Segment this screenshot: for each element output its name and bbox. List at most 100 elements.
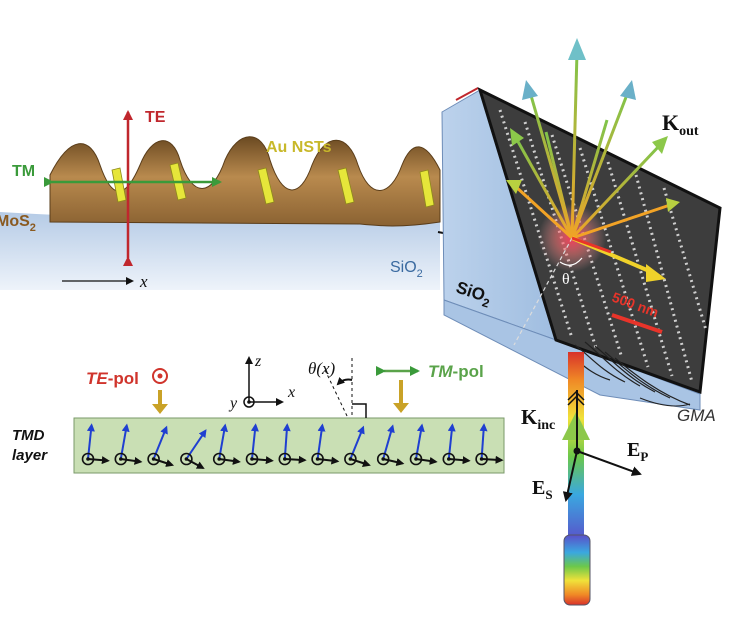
dipole-out-of-plane-icon: [311, 452, 324, 466]
theta-label-b: θ: [562, 271, 570, 288]
ray-upright: [570, 91, 630, 239]
incident-beam: [571, 236, 612, 254]
sem-stripe-1: [498, 109, 574, 339]
dipole-center-dot: [250, 457, 254, 461]
gma-bracket: [639, 397, 691, 407]
x-label-a: x: [139, 272, 148, 291]
au-nst-label: Au NSTs: [266, 139, 332, 156]
corner-mark: [455, 87, 479, 101]
dipole-in-plane-arrow: [382, 458, 405, 466]
dipole-out-of-plane-icon: [278, 452, 292, 466]
dipole-out-of-plane-icon: [409, 452, 423, 466]
dipole-in-plane-arrow: [350, 458, 371, 467]
theta-x-arc: [336, 376, 353, 386]
tilted-dashed: [324, 369, 349, 419]
right-angle-mark: [352, 403, 367, 418]
dipole-center-dot: [414, 457, 418, 461]
mos2-label: MoS2: [0, 213, 36, 234]
tmd-label-line1: TMD: [12, 427, 45, 444]
dipole-in-plane-arrow: [481, 455, 504, 464]
dipole-center-dot: [315, 457, 320, 461]
dipole-center-dot: [283, 457, 287, 461]
gma-line-3: [584, 341, 641, 387]
dipole-row: [81, 423, 504, 469]
dipole-out-of-plane-icon: [442, 452, 456, 466]
au-nst-5: [419, 169, 435, 208]
dipole-out-of-plane-icon: [180, 452, 193, 466]
tm-pol-label: TM-pol: [428, 362, 484, 381]
tmd-label-line2: layer: [12, 447, 48, 464]
scalebar: [611, 313, 663, 334]
dipole-out-of-plane-icon: [147, 452, 160, 466]
dipole-out-of-plane-icon: [376, 452, 390, 466]
axis-y-label: y: [228, 395, 238, 412]
panel-a: TE TM Au NSTs MoS2 SiO2 x: [0, 109, 492, 291]
dipole-in-plane-arrow: [415, 456, 438, 465]
es-label: ES: [532, 477, 553, 502]
ray-farright: [571, 203, 671, 240]
sio2-label-a: SiO2: [390, 259, 423, 280]
axis-y-icon: [243, 396, 255, 408]
te-pol-label: TE-pol: [86, 369, 139, 388]
ray-midright: [570, 119, 609, 239]
dipole-out-of-plane-icon: [475, 452, 488, 466]
gma-label: GMA: [677, 406, 716, 425]
dipole-center-dot: [381, 457, 386, 461]
te-pol-dot: [157, 373, 163, 379]
dipole-center-dot: [447, 457, 451, 461]
dipole-in-plane-arrow: [153, 458, 175, 467]
ray-right: [570, 143, 662, 240]
es-arrow: [562, 450, 578, 502]
theta-x-label: θ(x): [308, 359, 336, 378]
dipole-center-dot: [119, 457, 123, 461]
ray-left: [514, 137, 574, 239]
dipole-center-dot: [184, 457, 189, 461]
au-nst-4: [337, 167, 355, 205]
dipole-out-of-plane-icon: [81, 452, 95, 466]
dipole-out-of-plane-icon: [114, 452, 128, 466]
axis-x-label: x: [287, 384, 295, 401]
ray-heads: [506, 38, 680, 282]
gma-line-6: [614, 357, 691, 406]
dipole-out-of-plane-icon: [245, 452, 259, 466]
gma-line-5: [604, 351, 671, 399]
te-pol-out-of-plane-icon: [152, 368, 168, 384]
dipole-center-dot: [217, 457, 221, 461]
tmd-layer: [73, 417, 505, 474]
dipole-in-plane-arrow: [219, 456, 241, 465]
dipole-center-dot: [479, 457, 484, 461]
sem-stripe-7: [662, 187, 708, 331]
axis-y-dot: [247, 400, 251, 404]
tm-label: TM: [12, 163, 35, 180]
dipole-out-of-plane-icon: [344, 452, 357, 466]
dipole-center-dot: [151, 457, 156, 461]
ep-arrow: [576, 450, 642, 476]
dipole-in-plane-arrow: [284, 455, 307, 464]
ray-farleft: [513, 184, 574, 240]
kinc-label: Kinc: [521, 405, 555, 433]
ray-midleft: [544, 131, 574, 239]
panel-c: TE-pol TM-pol z x y θ(x) TMD layer: [12, 353, 505, 474]
te-pol-arrowhead: [152, 404, 168, 414]
light-source: [563, 534, 591, 606]
kout-label: Kout: [662, 110, 699, 139]
sem-stripe-5: [606, 161, 674, 377]
dipole-in-plane-arrow: [448, 456, 471, 465]
dipole-out-of-plane-icon: [212, 452, 226, 466]
dipole-center-dot: [86, 457, 90, 461]
dipole-in-plane-arrow: [251, 456, 274, 465]
normal-line: [513, 237, 573, 346]
te-label: TE: [145, 109, 166, 126]
gma-line-4: [594, 345, 656, 393]
gma-line-2: [574, 344, 626, 383]
tm-pol-arrowhead: [393, 403, 409, 413]
dipole-in-plane-arrow: [185, 458, 205, 469]
dipole-in-plane-arrow: [120, 456, 143, 465]
panel-b: θ 500 nm SiO2 GMA Kout: [441, 38, 722, 606]
au-nst-3: [257, 167, 275, 205]
theta-arc: [559, 257, 583, 266]
ray-up: [570, 51, 579, 239]
dipole-in-plane-arrow: [317, 456, 340, 465]
dipole-in-plane-arrow: [87, 456, 110, 465]
